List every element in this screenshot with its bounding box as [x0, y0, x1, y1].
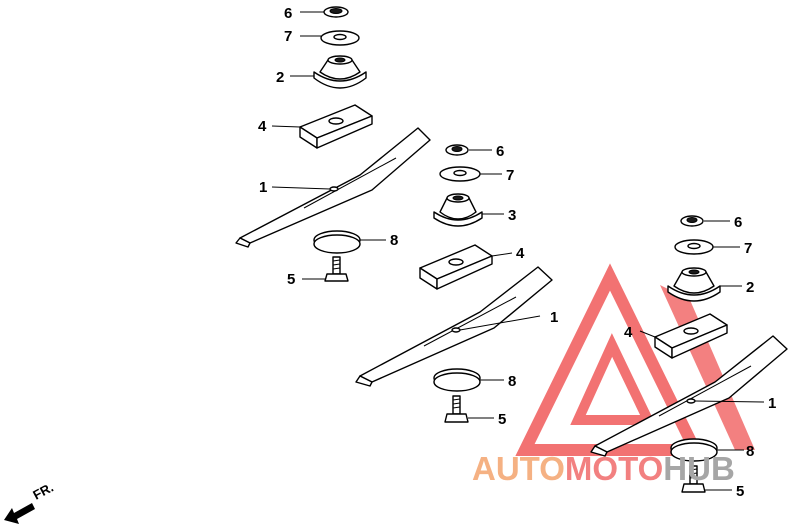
callout-c-4: 4 — [624, 324, 633, 341]
front-label: FR. — [30, 480, 56, 503]
adapter-2c — [667, 267, 721, 302]
bolt-5c — [681, 465, 706, 493]
callout-c-8: 8 — [746, 443, 754, 460]
callout-b-6: 6 — [496, 143, 504, 160]
blade-1a — [235, 127, 431, 248]
plate-4b — [419, 244, 493, 290]
callout-a-4: 4 — [258, 118, 267, 135]
callout-c-6: 6 — [734, 214, 742, 231]
callout-a-8: 8 — [390, 232, 398, 249]
bolt-5a — [324, 256, 349, 282]
watermark-text-part-2: MOTO — [565, 450, 663, 487]
callout-c-5: 5 — [736, 483, 744, 500]
callout-c-2: 2 — [746, 279, 754, 296]
plate-4a — [299, 104, 373, 149]
callout-a-2: 2 — [276, 69, 284, 86]
blade-1b — [355, 266, 553, 387]
blade-assembly-b: 6 7 3 4 1 8 5 — [355, 143, 558, 428]
washer-7a — [320, 30, 360, 46]
callout-a-5: 5 — [287, 271, 295, 288]
nut-6a — [323, 6, 349, 18]
callout-a-6: 6 — [284, 5, 292, 22]
washer-8c — [670, 438, 718, 462]
plate-4c — [654, 313, 728, 359]
callout-c-1: 1 — [768, 395, 776, 412]
watermark-text-part-1: AUTO — [472, 450, 565, 487]
callout-a-7: 7 — [284, 28, 292, 45]
washer-7c — [674, 239, 714, 255]
callout-c-7: 7 — [744, 240, 752, 257]
callout-b-7: 7 — [506, 167, 514, 184]
watermark-text: AUTOMOTOHUB — [472, 450, 735, 487]
callout-b-1: 1 — [550, 309, 558, 326]
front-direction-indicator: FR. — [4, 480, 56, 524]
callout-a-1: 1 — [259, 179, 267, 196]
blade-1c — [590, 335, 788, 457]
nut-6c — [680, 215, 704, 227]
front-arrow-icon — [4, 503, 35, 524]
washer-7b — [439, 166, 481, 182]
adapter-2a — [313, 55, 367, 89]
callout-b-8: 8 — [508, 373, 516, 390]
adapter-3b — [433, 193, 483, 227]
watermark-text-part-3: HUB — [663, 450, 735, 487]
washer-8b — [433, 368, 481, 392]
watermark-triangle-inner — [570, 333, 656, 425]
nut-6b — [445, 144, 469, 156]
blade-assembly-c: 6 7 2 4 1 8 5 — [590, 214, 788, 500]
bolt-5b — [444, 395, 469, 423]
washer-8a — [313, 230, 361, 254]
callout-b-4: 4 — [516, 245, 525, 262]
callout-b-3: 3 — [508, 207, 516, 224]
blade-assembly-a: 6 7 2 4 1 8 5 — [235, 5, 431, 288]
callout-b-5: 5 — [498, 411, 506, 428]
